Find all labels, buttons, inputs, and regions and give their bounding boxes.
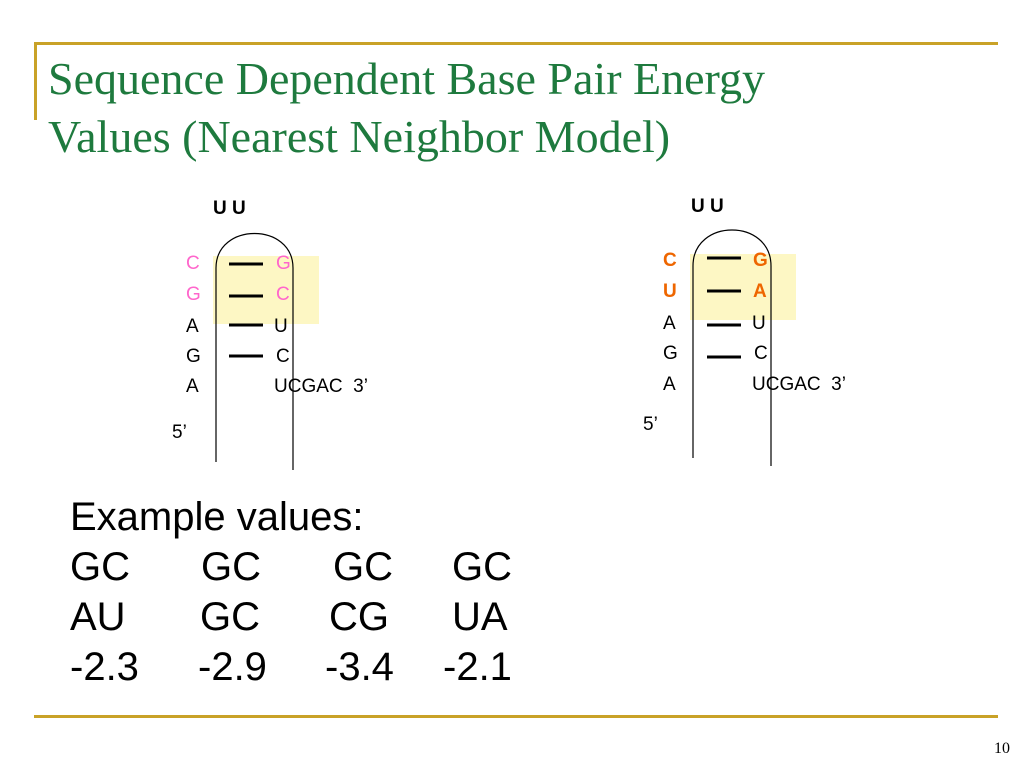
example-cell: GC	[200, 595, 260, 639]
hairpin-right-pair-1-right: G	[753, 250, 768, 271]
hairpin-left-pair-2-right: C	[276, 284, 290, 305]
example-cell: CG	[329, 595, 389, 639]
hairpin-left-five-prime: 5’	[172, 422, 187, 443]
example-row-energies: -2.3 -2.9 -3.4 -2.1	[70, 642, 512, 692]
hairpin-right-pair-3-right: U	[752, 313, 766, 334]
hairpin-right-loop: U U	[691, 196, 724, 217]
hairpin-right-unpaired-base: A	[663, 374, 676, 395]
page-number: 10	[994, 740, 1010, 757]
example-cell: AU	[70, 595, 126, 639]
example-cell: -2.3	[70, 645, 139, 689]
hairpin-right-highlight-box	[690, 254, 796, 320]
hairpin-right-five-prime: 5’	[643, 414, 658, 435]
hairpin-right-backbone	[692, 229, 772, 466]
hairpin-right-pair-2-left: U	[663, 281, 677, 302]
example-cell: GC	[452, 545, 512, 589]
example-row-second-pair: AU GC CG UA	[70, 592, 508, 642]
hairpin-left-pair-4-right: C	[276, 346, 290, 367]
example-cell: GC	[333, 545, 393, 589]
hairpin-right-graphic	[690, 229, 796, 466]
hairpin-right-pair-4-right: C	[754, 343, 768, 364]
hairpin-right-pair-4-left: G	[663, 343, 678, 364]
example-cell: GC	[70, 545, 130, 589]
hairpin-left-tail-3prime: UCGAC 3’	[274, 376, 368, 397]
hairpin-left-pair-1-left: C	[186, 253, 200, 274]
example-cell: -3.4	[325, 645, 394, 689]
hairpin-left-pair-2-left: G	[186, 284, 201, 305]
example-cell: GC	[201, 545, 261, 589]
hairpin-left-pair-3-left: A	[186, 316, 199, 337]
example-cell: -2.9	[198, 645, 267, 689]
title-line-2: Values (Nearest Neighbor Model)	[48, 111, 671, 162]
bottom-frame-line	[34, 715, 998, 718]
hairpin-right-pair-2-right: A	[753, 281, 767, 302]
hairpin-right-tail-3prime: UCGAC 3’	[752, 374, 846, 395]
left-frame-line	[34, 42, 37, 120]
example-cell: -2.1	[443, 645, 512, 689]
hairpin-left-graphic	[213, 233, 319, 470]
hairpin-left-pair-4-left: G	[186, 346, 201, 367]
hairpin-left-pair-3-right: U	[274, 316, 288, 337]
top-frame-line	[34, 42, 998, 45]
hairpin-left-highlight-box	[213, 256, 319, 324]
hairpin-left-pair-1-right: G	[276, 253, 291, 274]
hairpin-left-unpaired-base: A	[186, 376, 199, 397]
hairpin-left-backbone	[215, 233, 294, 470]
title-line-1: Sequence Dependent Base Pair Energy	[48, 53, 766, 104]
hairpin-right-pair-1-left: C	[663, 250, 677, 271]
hairpin-left-loop: U U	[213, 198, 246, 219]
example-cell: UA	[452, 595, 508, 639]
example-row-first-pair: GC GC GC GC	[70, 542, 512, 592]
example-heading: Example values:	[70, 495, 364, 539]
hairpin-right-pair-3-left: A	[663, 313, 676, 334]
example-values: Example values: GC GC GC GC AU GC CG UA …	[70, 492, 512, 692]
slide-title: Sequence Dependent Base Pair Energy Valu…	[48, 50, 988, 166]
